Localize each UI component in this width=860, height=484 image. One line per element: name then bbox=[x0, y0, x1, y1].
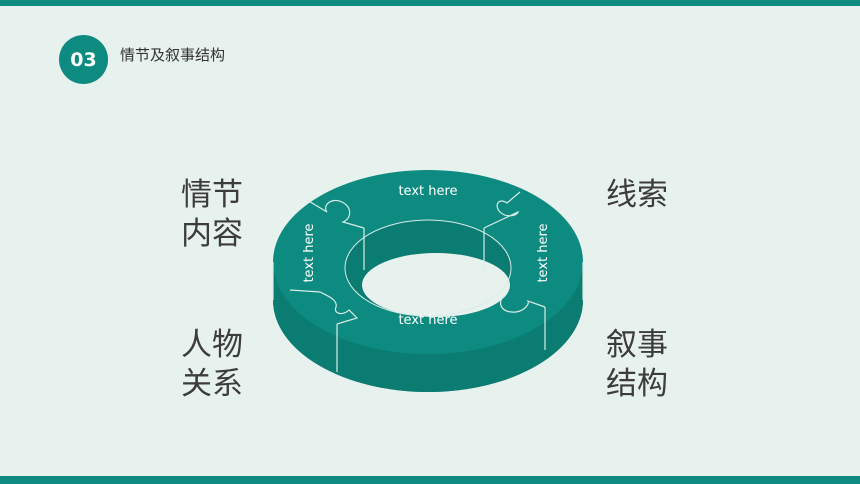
puzzle-seams bbox=[272, 191, 584, 372]
segment-label-left: text here bbox=[302, 223, 317, 282]
ring-hole bbox=[362, 253, 510, 317]
bottom-accent-bar bbox=[0, 476, 860, 484]
section-title: 情节及叙事结构 bbox=[120, 46, 226, 64]
segment-label-right: text here bbox=[536, 223, 551, 282]
top-accent-bar bbox=[0, 0, 860, 6]
segment-label-top: text here bbox=[398, 184, 457, 199]
segment-label-bottom: text here bbox=[398, 313, 457, 328]
label-plot-content: 情节 内容 bbox=[181, 177, 243, 252]
label-character-relations: 人物 关系 bbox=[181, 327, 243, 402]
section-number-badge: 03 bbox=[59, 35, 108, 84]
label-narrative-structure: 叙事 结构 bbox=[606, 327, 668, 402]
label-clue: 线索 bbox=[606, 177, 668, 213]
